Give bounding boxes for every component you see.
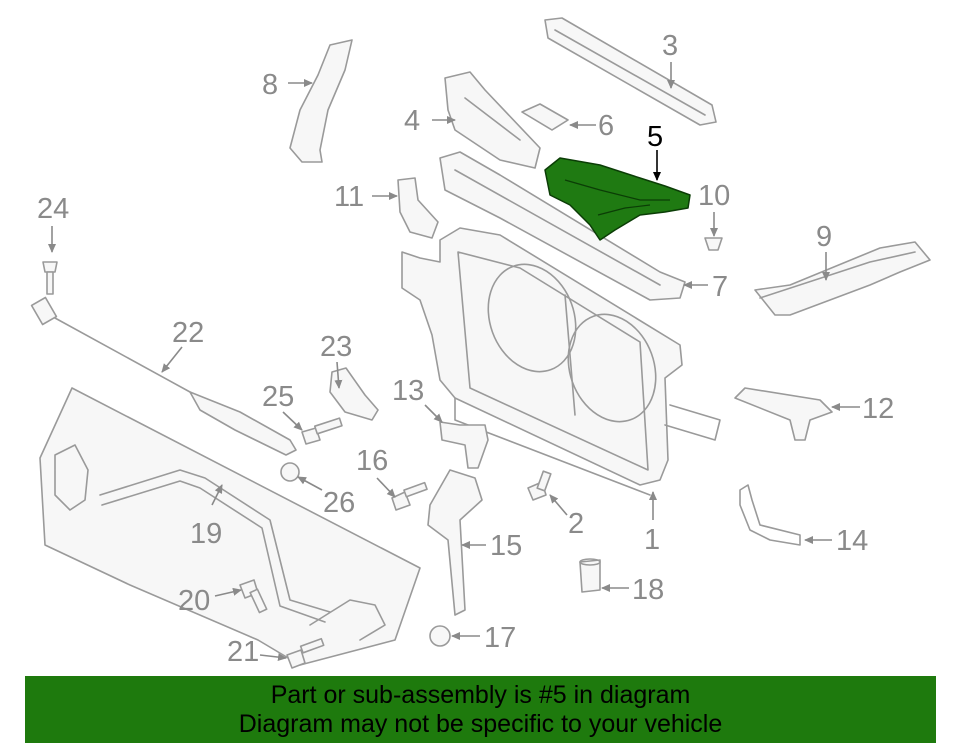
part-7-lower-brace [439,151,686,301]
callout-9: 9 [816,221,832,253]
part-13-bracket [439,421,489,469]
part-25-bolt [301,417,343,445]
callout-10: 10 [698,180,730,212]
callout-numbers: 3 4 6 5 10 7 8 9 11 12 13 14 15 16 17 18… [37,30,894,668]
part-6-plate [521,103,569,131]
highlight-notice-banner: Part or sub-assembly is #5 in diagram Di… [25,676,936,743]
banner-line-1: Part or sub-assembly is #5 in diagram [270,681,691,709]
part-19-undercover [39,387,421,666]
part-16-bolt [391,481,428,511]
part-3-upper-tie-bar [544,17,717,126]
part-10-clip [704,237,723,251]
callout-8: 8 [262,69,278,101]
callout-6: 6 [598,110,614,142]
callout-11: 11 [334,181,364,213]
callout-3: 3 [662,30,678,62]
part-23-latch [329,367,379,421]
callout-13: 13 [392,375,424,407]
part-17-nut [429,625,451,647]
callout-14: 14 [836,525,868,557]
part-15-bracket [427,469,483,616]
part-8-side-member [289,39,353,163]
fasteners [42,261,552,669]
part-24-bolt [42,261,58,295]
callout-26: 26 [323,487,355,519]
part-21-bolt [286,637,325,669]
part-14-stay [739,484,801,546]
part-5-highlighted-bracket [544,157,691,241]
part-5-shape [544,157,691,241]
callout-7: 7 [712,271,728,303]
callout-12: 12 [862,393,894,425]
callout-25: 25 [262,381,294,413]
part-22-hood-release-cable [30,296,297,456]
callout-5: 5 [647,121,663,153]
callout-22: 22 [172,317,204,349]
callout-19: 19 [190,518,222,550]
callout-20: 20 [178,585,210,617]
leader-lines [48,62,860,662]
part-26-nut [280,462,300,482]
callout-16: 16 [356,445,388,477]
banner-line-2: Diagram may not be specific to your vehi… [238,710,723,738]
callout-4: 4 [404,105,420,137]
callout-15: 15 [490,530,522,562]
callout-2: 2 [568,508,584,540]
part-1-radiator-core-support [401,227,721,496]
part-20-bolt [239,579,268,614]
callout-23: 23 [320,331,352,363]
part-9-hood-ledge [754,241,931,316]
part-11-bracket [397,177,439,239]
callout-21: 21 [227,636,259,668]
part-2-bolt [527,470,552,501]
part-18-sleeve [579,558,601,593]
callout-18: 18 [632,574,664,606]
callout-1: 1 [644,524,660,556]
callout-24: 24 [37,193,69,225]
part-12-bracket [734,387,833,441]
callout-17: 17 [484,622,516,654]
